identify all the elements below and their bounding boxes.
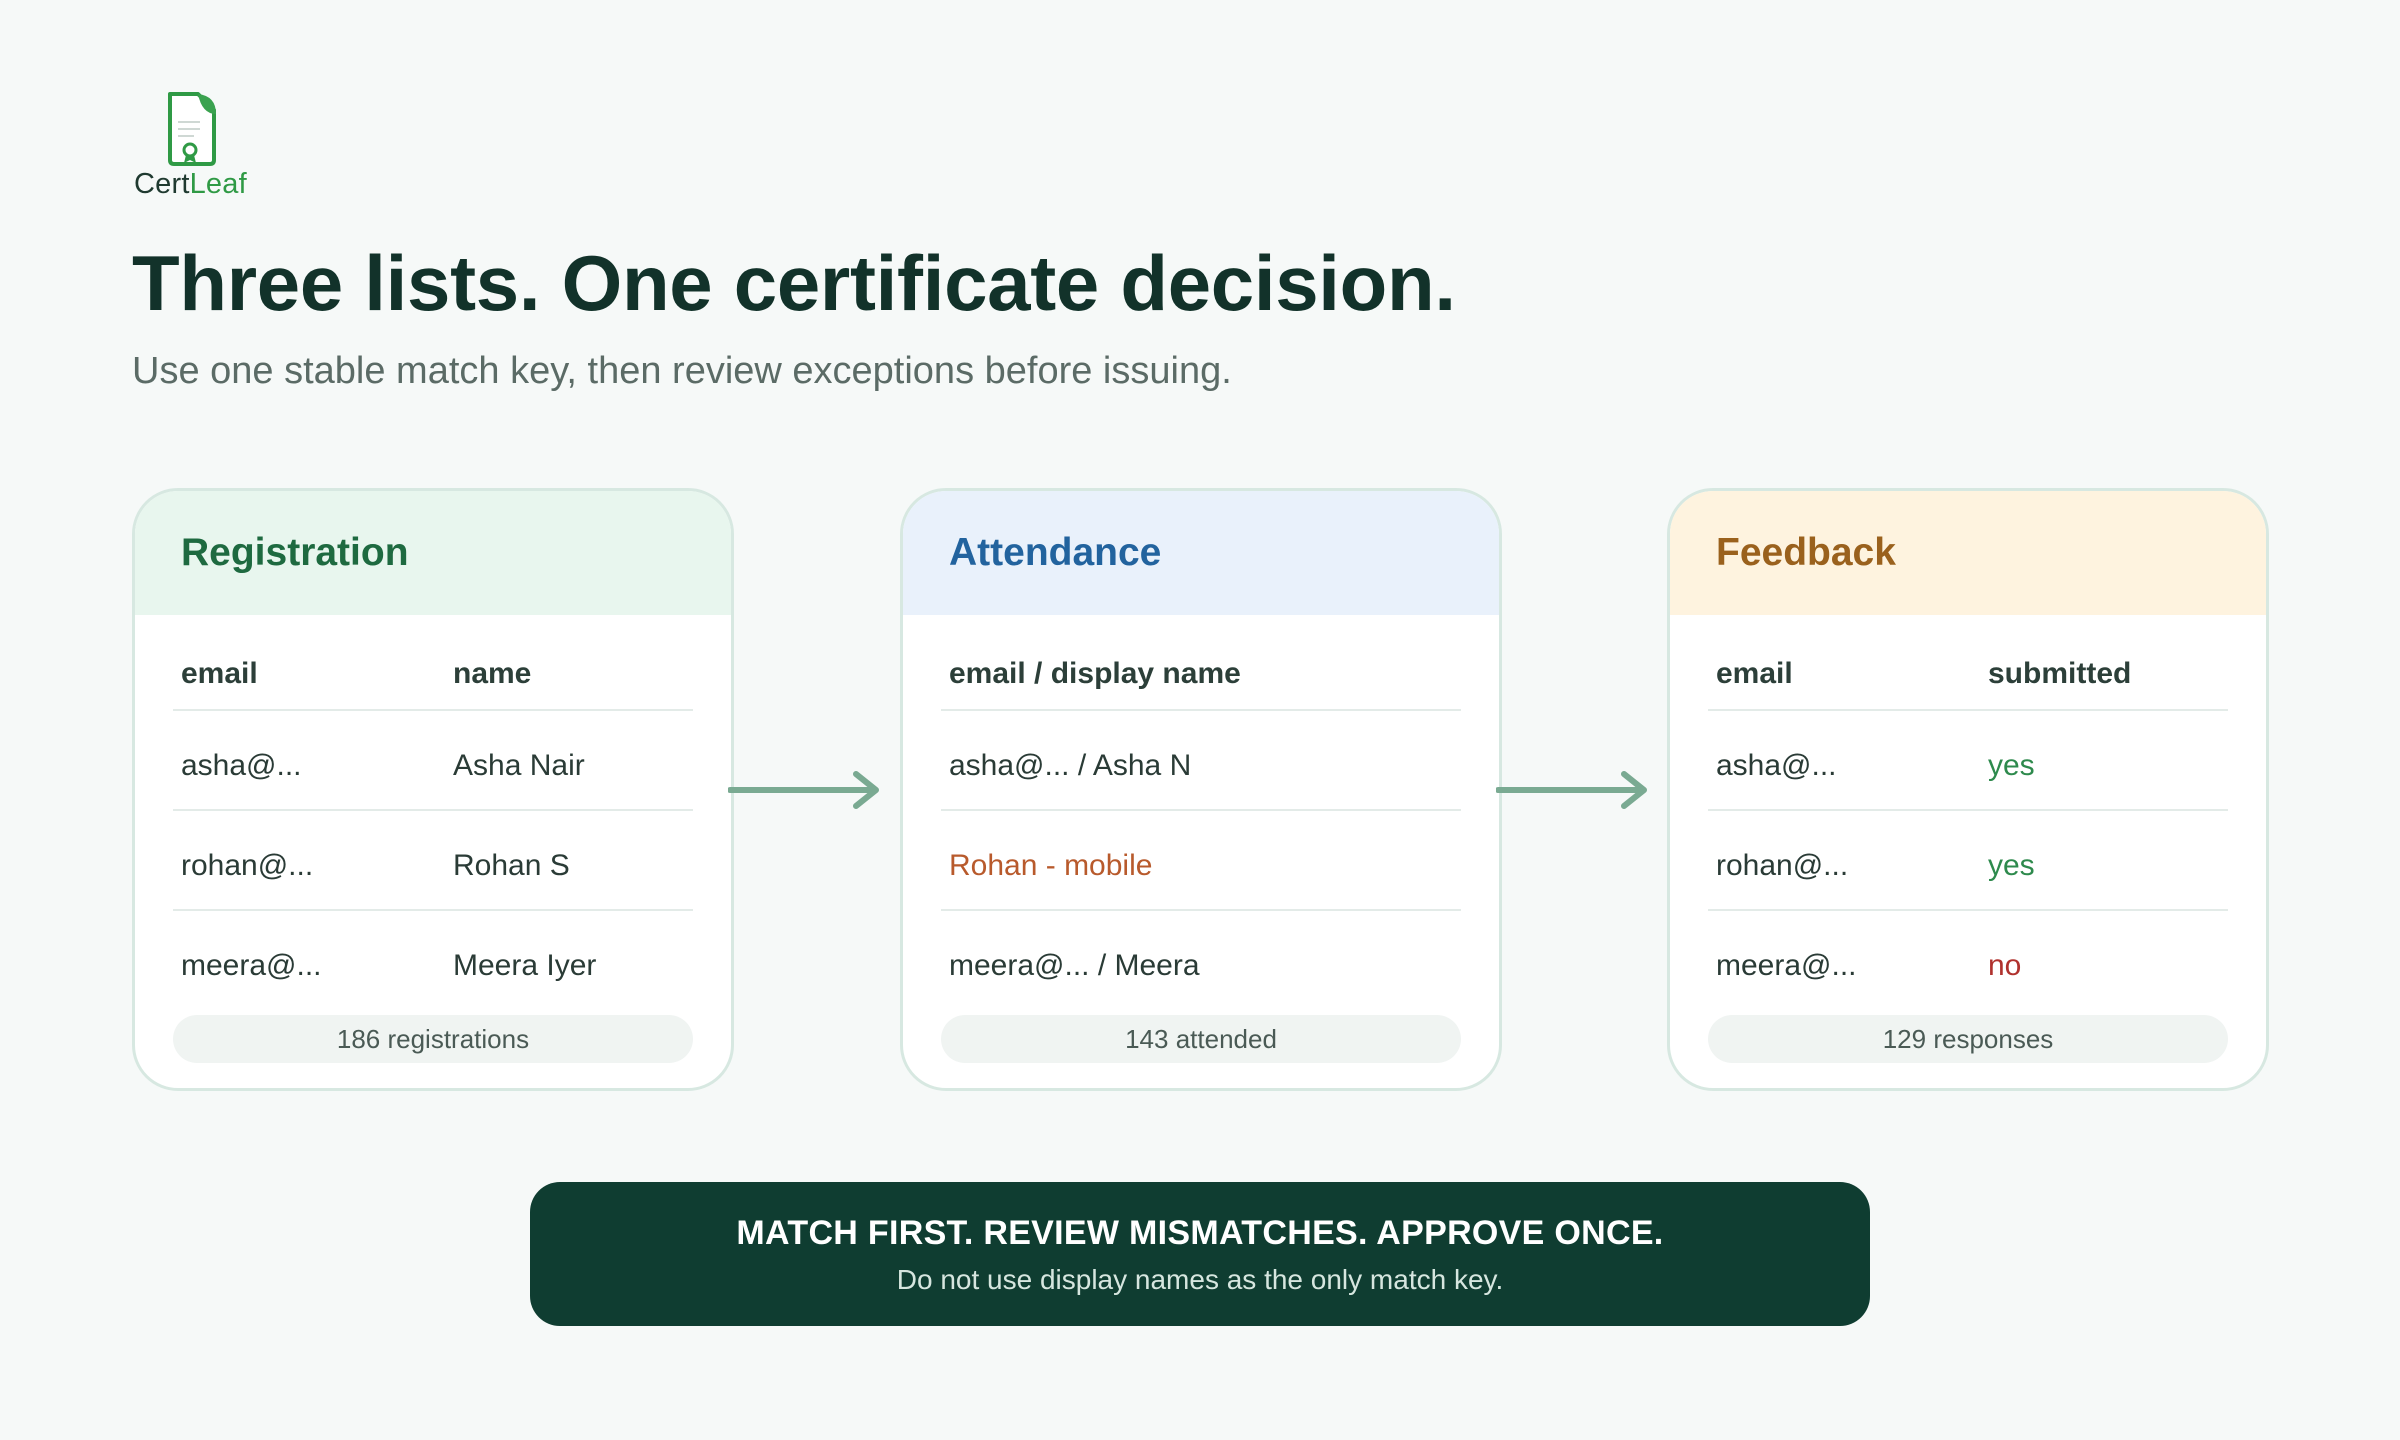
certificate-leaf-icon bbox=[168, 92, 216, 166]
attendance-table: email / display name asha@... / Asha N R… bbox=[941, 615, 1461, 1011]
cell-email: meera@... bbox=[181, 949, 322, 982]
brand-name: CertLeaf bbox=[134, 168, 247, 201]
table-row: rohan@... Rohan S bbox=[173, 811, 693, 911]
card-title: Feedback bbox=[1670, 491, 2266, 615]
card-title: Attendance bbox=[903, 491, 1499, 615]
brand-name-part2: Leaf bbox=[189, 168, 247, 200]
feedback-card: Feedback email submitted asha@... yes ro… bbox=[1667, 488, 2269, 1091]
cell-name: Meera Iyer bbox=[453, 949, 597, 982]
table-header-row: email submitted bbox=[1708, 615, 2228, 711]
table-row: asha@... / Asha N bbox=[941, 711, 1461, 811]
column-header: email bbox=[1716, 657, 1793, 690]
table-row: meera@... / Meera bbox=[941, 911, 1461, 1011]
registration-card: Registration email name asha@... Asha Na… bbox=[132, 488, 734, 1091]
arrow-right-icon bbox=[1496, 771, 1647, 809]
banner-title: MATCH FIRST. REVIEW MISMATCHES. APPROVE … bbox=[736, 1214, 1664, 1252]
banner-subtitle: Do not use display names as the only mat… bbox=[896, 1264, 1504, 1295]
table-row: meera@... no bbox=[1708, 911, 2228, 1011]
feedback-table: email submitted asha@... yes rohan@... y… bbox=[1708, 615, 2228, 1011]
column-header: email / display name bbox=[949, 657, 1241, 690]
arrow-right-icon bbox=[728, 771, 879, 809]
feedback-count-badge: 129 responses bbox=[1708, 1015, 2228, 1063]
brand-name-part1: Cert bbox=[134, 168, 190, 200]
cell-name: Rohan S bbox=[453, 849, 570, 882]
certleaf-logo: CertLeaf bbox=[132, 90, 262, 205]
cell-name: Asha Nair bbox=[453, 749, 585, 782]
cell-email: asha@... bbox=[1716, 749, 1837, 782]
table-row: rohan@... yes bbox=[1708, 811, 2228, 911]
registration-table: email name asha@... Asha Nair rohan@... … bbox=[173, 615, 693, 1011]
table-row: asha@... Asha Nair bbox=[173, 711, 693, 811]
registration-count-badge: 186 registrations bbox=[173, 1015, 693, 1063]
card-title: Registration bbox=[135, 491, 731, 615]
cell-email-display-name: asha@... / Asha N bbox=[949, 749, 1192, 782]
table-row: meera@... Meera Iyer bbox=[173, 911, 693, 1011]
table-header-row: email name bbox=[173, 615, 693, 711]
table-header-row: email / display name bbox=[941, 615, 1461, 711]
cell-email: asha@... bbox=[181, 749, 302, 782]
table-row: asha@... yes bbox=[1708, 711, 2228, 811]
column-header: email bbox=[181, 657, 258, 690]
page-title: Three lists. One certificate decision. bbox=[132, 239, 1456, 327]
guidance-banner: MATCH FIRST. REVIEW MISMATCHES. APPROVE … bbox=[530, 1182, 1870, 1326]
column-header: submitted bbox=[1988, 657, 2132, 690]
attendance-card: Attendance email / display name asha@...… bbox=[900, 488, 1502, 1091]
attendance-count-badge: 143 attended bbox=[941, 1015, 1461, 1063]
cell-submitted: no bbox=[1988, 949, 2022, 982]
cell-email: rohan@... bbox=[1716, 849, 1849, 882]
table-row: Rohan - mobile bbox=[941, 811, 1461, 911]
cell-email: rohan@... bbox=[181, 849, 314, 882]
cell-submitted: yes bbox=[1988, 849, 2035, 882]
cell-mismatch: Rohan - mobile bbox=[949, 849, 1153, 882]
cell-submitted: yes bbox=[1988, 749, 2035, 782]
cell-email-display-name: meera@... / Meera bbox=[949, 949, 1200, 982]
page-subtitle: Use one stable match key, then review ex… bbox=[132, 350, 1232, 392]
cell-email: meera@... bbox=[1716, 949, 1857, 982]
column-header: name bbox=[453, 657, 532, 690]
